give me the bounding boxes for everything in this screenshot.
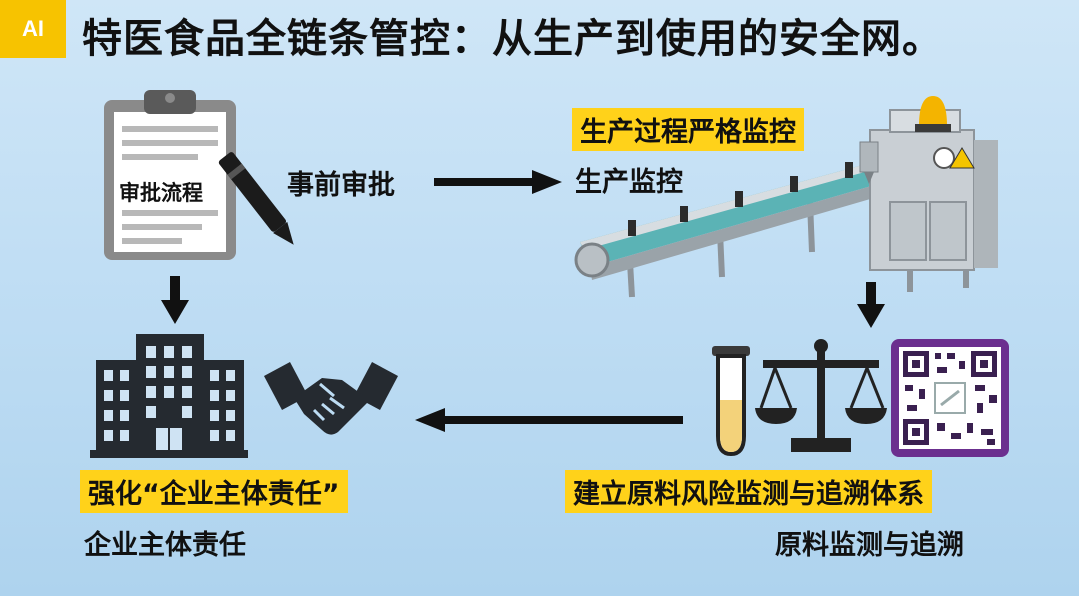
down-arrow-left-icon (161, 276, 189, 324)
approval-doc-label: 审批流程 (119, 181, 203, 205)
watermark-text: AI (22, 16, 44, 41)
monitoring-heading: 建立原料风险监测与追溯体系 (565, 470, 932, 513)
qr-code-icon (891, 339, 1009, 457)
office-building-icon (90, 334, 248, 458)
production-line-icon (574, 109, 998, 298)
warning-light-icon (915, 96, 951, 132)
right-arrow-icon (434, 170, 562, 194)
enterprise-sub: 企业主体责任 (84, 530, 246, 561)
pen-icon (218, 152, 294, 245)
test-tube-icon (712, 346, 750, 457)
clipboard-icon (104, 90, 236, 260)
watermark-logo: AI (0, 0, 66, 58)
balance-scale-icon (755, 339, 887, 452)
monitoring-sub: 原料监测与追溯 (775, 530, 964, 561)
approval-arrow-label: 事前审批 (287, 170, 395, 201)
left-arrow-icon (415, 408, 683, 432)
down-arrow-right-icon (857, 282, 885, 328)
production-heading: 生产过程严格监控 (572, 108, 804, 151)
production-sub: 生产监控 (575, 167, 683, 198)
enterprise-heading: 强化“企业主体责任” (80, 470, 348, 513)
page-title: 特医食品全链条管控：从生产到使用的安全网。 (82, 16, 943, 62)
handshake-icon (264, 362, 398, 435)
